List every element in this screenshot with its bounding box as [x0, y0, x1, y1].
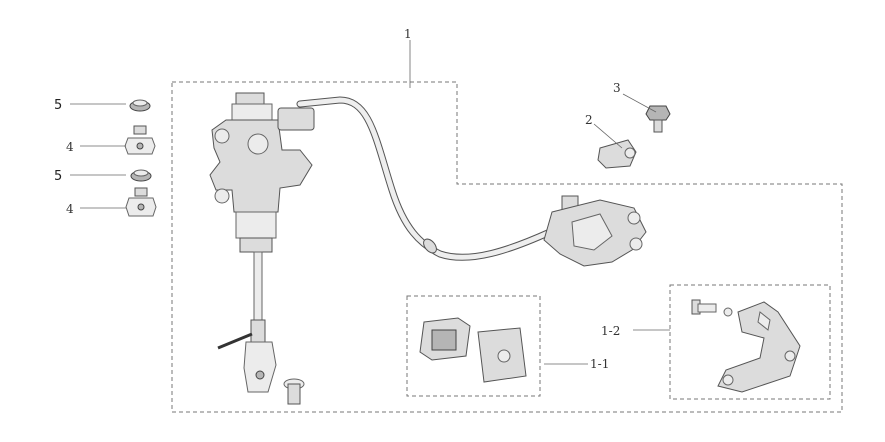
caliper-bracket — [691, 299, 801, 393]
callout-4-top: 4 — [66, 140, 74, 154]
brake-hose — [296, 96, 554, 261]
callout-1-2: 1-2 — [601, 324, 620, 338]
callout-5-bottom: 5 — [54, 169, 62, 184]
nut-top — [129, 99, 151, 112]
pad-set-box — [406, 295, 541, 397]
callout-2: 2 — [585, 113, 593, 127]
callout-3: 3 — [613, 81, 621, 95]
bolt-top — [124, 125, 156, 155]
nut-bottom — [130, 169, 152, 182]
caliper — [543, 195, 647, 267]
bracket-set-box — [669, 284, 831, 400]
callout-1: 1 — [404, 27, 412, 41]
brake-pads — [419, 317, 527, 383]
flange-bolt — [645, 105, 671, 133]
clevis-pin — [283, 378, 305, 405]
callout-4-bottom: 4 — [66, 202, 74, 216]
callout-5-top: 5 — [54, 98, 62, 113]
assembly-outline — [171, 81, 843, 413]
callout-1-1: 1-1 — [590, 357, 609, 371]
master-cylinder — [209, 92, 315, 393]
cotter-pin — [217, 332, 253, 350]
bolt-bottom — [125, 187, 157, 217]
hose-clamp — [597, 139, 637, 169]
